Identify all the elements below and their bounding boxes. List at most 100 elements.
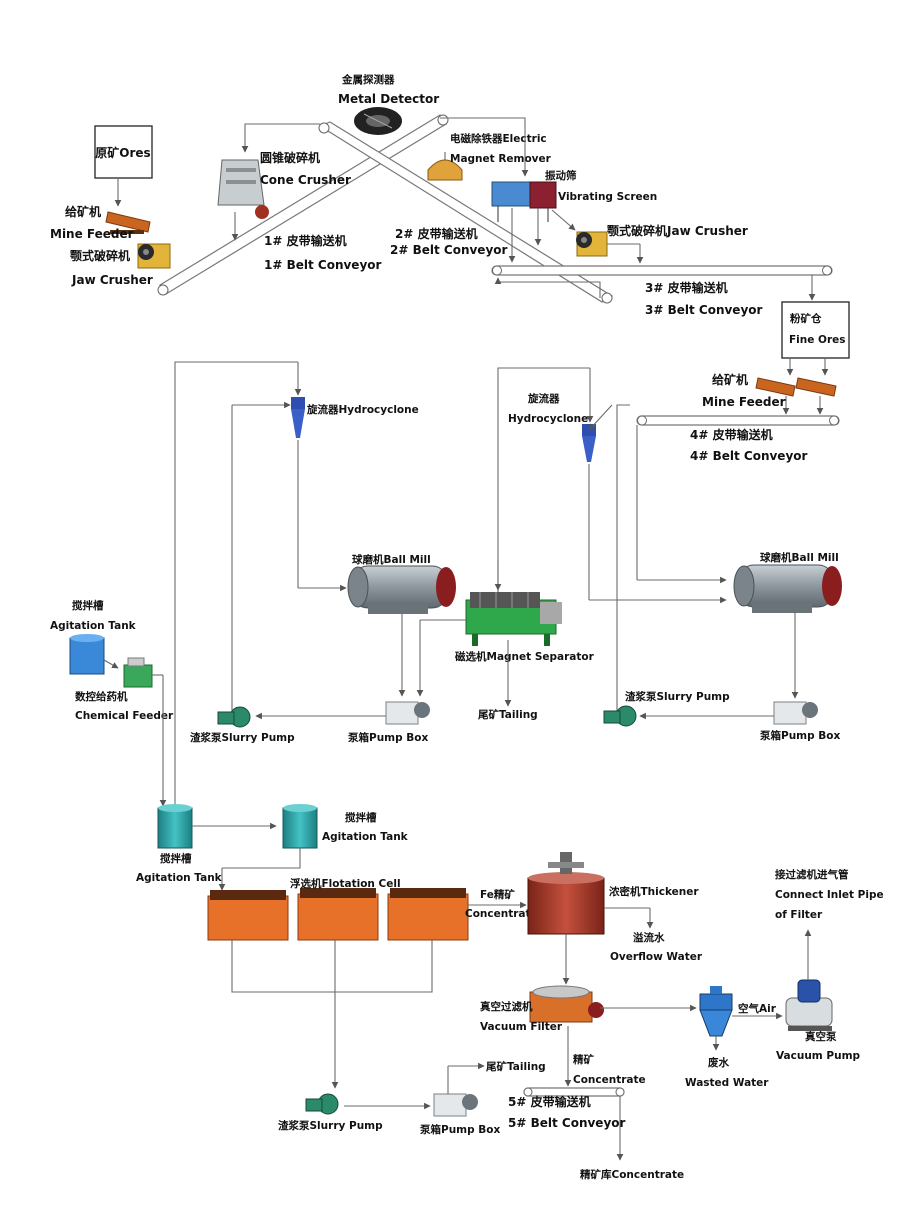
jaw-crusher-cn: 颚式破碎机 xyxy=(70,248,130,263)
agitation-tank-2-cn: 搅拌槽 xyxy=(345,811,377,824)
agitation-tank-2-en: Agitation Tank xyxy=(322,831,409,843)
pump-box-3-icon xyxy=(433,1093,478,1117)
agitation-tank-top-en: Agitation Tank xyxy=(50,620,137,632)
belt5-en: 5# Belt Conveyor xyxy=(508,1116,626,1130)
metal-detector-en: Metal Detector xyxy=(338,92,439,106)
overflow-en: Overflow Water xyxy=(610,951,703,963)
belt-conveyor-3 xyxy=(491,265,833,276)
wasted-water-en: Wasted Water xyxy=(685,1077,769,1089)
slurry-pump-2-icon xyxy=(603,705,637,727)
chemical-feeder-icon xyxy=(123,657,153,688)
air-label: 空气Air xyxy=(738,1002,777,1015)
vacuum-filter-en: Vacuum Filter xyxy=(480,1021,563,1033)
mine-feeder-icon xyxy=(105,211,151,234)
jaw-crusher-2-icon xyxy=(576,231,608,257)
vacuum-pump-icon xyxy=(785,979,833,1031)
pump-box-1-icon xyxy=(385,701,430,725)
agitation-tank-1-icon xyxy=(157,804,193,849)
ball-mill-1-label: 球磨机Ball Mill xyxy=(352,553,431,566)
agitation-tank-1-cn: 搅拌槽 xyxy=(160,852,192,865)
mine-feeder-2-icon xyxy=(755,377,837,397)
belt4-cn: 4# 皮带输送机 xyxy=(690,427,773,442)
cone-crusher-en: Cone Crusher xyxy=(260,173,351,187)
hydrocyclone-1-label: 旋流器Hydrocyclone xyxy=(306,403,419,416)
slurry-pump-2-label: 渣浆泵Slurry Pump xyxy=(625,690,730,703)
magnet-separator-icon xyxy=(465,592,562,646)
belt5-cn: 5# 皮带输送机 xyxy=(508,1094,591,1109)
flotation-cell-label: 浮选机Flotation Cell xyxy=(290,877,401,890)
slurry-pump-3-label: 渣浆泵Slurry Pump xyxy=(278,1119,383,1132)
belt-conveyor-2 xyxy=(318,121,614,304)
raw-ores-label: 原矿Ores xyxy=(95,145,150,160)
slurry-pump-3-icon xyxy=(305,1093,339,1115)
chemical-feeder-cn: 数控给药机 xyxy=(74,690,128,703)
metal-detector-icon xyxy=(354,107,402,135)
slurry-pump-1-icon xyxy=(217,706,251,728)
belt3-cn: 3# 皮带输送机 xyxy=(645,280,728,295)
vacuum-filter-cn: 真空过滤机 xyxy=(480,1000,533,1013)
vibrating-screen-cn: 振动筛 xyxy=(545,169,577,182)
ball-mill-2-label: 球磨机Ball Mill xyxy=(760,551,839,564)
magnet-remover-1: 电磁除铁器Electric xyxy=(450,132,547,145)
concentrate-cn: 精矿 xyxy=(573,1053,594,1066)
mine-feeder-en: Mine Feeder xyxy=(50,227,134,241)
slurry-pump-1-label: 渣浆泵Slurry Pump xyxy=(190,731,295,744)
hydrocyclone-2-cn: 旋流器 xyxy=(527,392,560,405)
metal-detector-cn: 金属探测器 xyxy=(341,73,395,86)
belt-conveyor-5 xyxy=(523,1087,625,1097)
thickener-label: 浓密机Thickener xyxy=(609,885,699,898)
vacuum-pump-cn: 真空泵 xyxy=(805,1030,837,1043)
pump-box-2-icon xyxy=(773,701,818,725)
overflow-cn: 溢流水 xyxy=(633,931,665,944)
agitation-tank-1-en: Agitation Tank xyxy=(136,872,223,884)
tailing-2-label: 尾矿Tailing xyxy=(486,1060,546,1073)
pump-box-1-label: 泵箱Pump Box xyxy=(348,731,428,744)
mine-feeder-cn: 给矿机 xyxy=(65,204,101,219)
mine-feeder-2-cn: 给矿机 xyxy=(712,372,748,387)
belt4-en: 4# Belt Conveyor xyxy=(690,449,808,463)
fine-ores-bin xyxy=(781,301,850,359)
ball-mill-1-icon xyxy=(347,565,456,614)
mine-feeder-2-en: Mine Feeder xyxy=(702,395,786,409)
ball-mill-2-icon xyxy=(733,564,842,613)
thickener-icon xyxy=(527,852,605,935)
fe-concentrate-1: Fe精矿 xyxy=(480,888,515,901)
separator-tank-icon xyxy=(699,986,733,1037)
jaw-crusher-en: Jaw Crusher xyxy=(71,273,153,287)
fe-concentrate-2: Concentrate xyxy=(465,908,538,920)
belt3-en: 3# Belt Conveyor xyxy=(645,303,763,317)
raw-ores-bin xyxy=(94,125,153,179)
concentrate-store-label: 精矿库Concentrate xyxy=(580,1168,684,1181)
wasted-water-cn: 废水 xyxy=(708,1056,729,1069)
filter-pipe-3: of Filter xyxy=(775,909,823,921)
fine-ores-cn: 粉矿仓 xyxy=(790,312,822,325)
hydrocyclone-1-icon xyxy=(291,397,305,438)
belt2-cn: 2# 皮带输送机 xyxy=(395,226,478,241)
belt1-en: 1# Belt Conveyor xyxy=(264,258,382,272)
jaw-crusher-icon xyxy=(137,243,171,269)
filter-pipe-1: 接过滤机进气管 xyxy=(775,868,849,881)
vacuum-filter-icon xyxy=(529,985,604,1023)
belt-conveyor-4 xyxy=(636,415,840,426)
hydrocyclone-2-en: Hydrocyclone xyxy=(508,413,588,425)
pump-box-2-label: 泵箱Pump Box xyxy=(760,729,840,742)
pump-box-3-label: 泵箱Pump Box xyxy=(420,1123,500,1136)
agitation-tank-top-icon xyxy=(69,634,105,675)
jaw-crusher-2-label: 颚式破碎机Jaw Crusher xyxy=(607,223,748,238)
cone-crusher-icon xyxy=(217,159,269,219)
agitation-tank-top-cn: 搅拌槽 xyxy=(72,599,104,612)
vacuum-pump-en: Vacuum Pump xyxy=(776,1050,861,1062)
vibrating-screen-en: Vibrating Screen xyxy=(558,191,657,203)
filter-pipe-2: Connect Inlet Pipe xyxy=(775,889,884,901)
fine-ores-en: Fine Ores xyxy=(789,334,846,346)
tailing-1-label: 尾矿Tailing xyxy=(478,708,538,721)
flotation-cells-icon xyxy=(207,888,469,941)
concentrate-en: Concentrate xyxy=(573,1074,646,1086)
belt2-en: 2# Belt Conveyor xyxy=(390,243,508,257)
chemical-feeder-en: Chemical Feeder xyxy=(75,710,174,722)
magnet-separator-label: 磁选机Magnet Separator xyxy=(455,650,595,663)
cone-crusher-cn: 圆锥破碎机 xyxy=(260,150,320,165)
belt1-cn: 1# 皮带输送机 xyxy=(264,233,347,248)
agitation-tank-2-icon xyxy=(282,804,318,849)
